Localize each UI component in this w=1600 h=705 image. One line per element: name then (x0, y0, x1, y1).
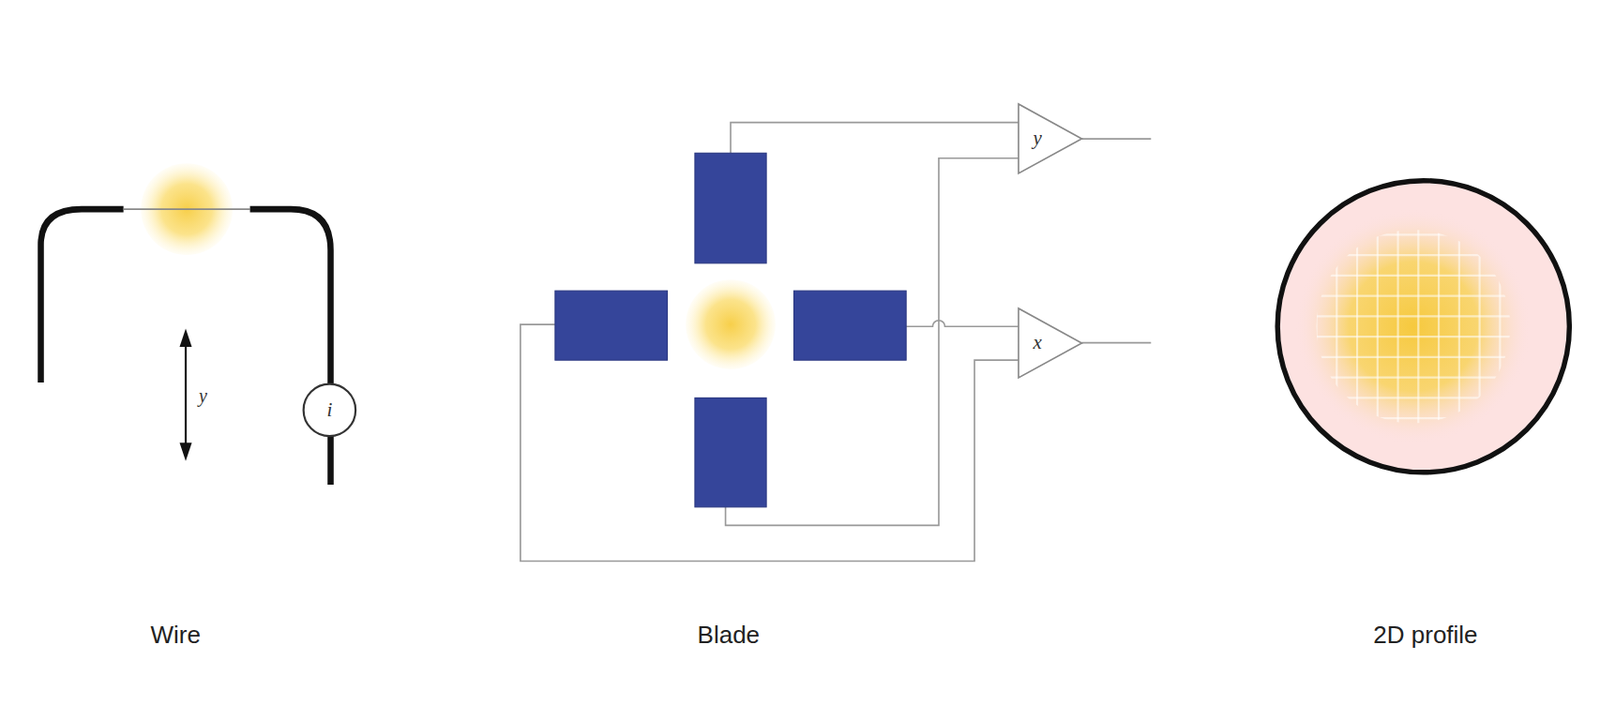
ammeter: i (301, 382, 358, 438)
axis-label: y (198, 385, 208, 408)
grid-line (1306, 233, 1521, 236)
signal-name: i (327, 400, 333, 421)
grid-line (1479, 224, 1481, 429)
grid-line (1306, 315, 1521, 317)
grid-line (1306, 356, 1521, 359)
amplifier-outline (1018, 308, 1082, 378)
grid-line (1498, 224, 1501, 429)
wire-monitor (41, 163, 332, 485)
profile-screen (1277, 181, 1570, 473)
signal-wire (905, 320, 1019, 328)
amplifier-symbol (1018, 308, 1082, 378)
amplifier: y (1018, 104, 1082, 174)
blade (793, 290, 906, 361)
grid-line (1306, 417, 1521, 420)
beam-spot (1296, 209, 1531, 444)
output-wire (1081, 342, 1151, 345)
grid-line (1314, 224, 1317, 429)
grid (1306, 224, 1521, 429)
wire-support (41, 209, 124, 383)
grid-line (1306, 396, 1521, 399)
scan-arrow (184, 338, 187, 450)
signal-name: x (1032, 332, 1042, 353)
ammeter-symbol (303, 384, 356, 437)
panel-title: Blade (697, 619, 761, 650)
signal-wire (730, 122, 1019, 154)
grid-line (1306, 295, 1521, 298)
arrow-head (179, 442, 192, 462)
blade (555, 290, 668, 361)
panel-title: 2D profile (1373, 619, 1478, 650)
grid-line (1306, 274, 1521, 277)
thin-wire (123, 208, 251, 211)
signal-name: y (1032, 128, 1042, 149)
beam-spot (685, 279, 776, 370)
grid-line (1306, 377, 1521, 379)
blade-monitor (520, 122, 1151, 562)
grid-line (1306, 335, 1521, 338)
amplifier: x (1018, 308, 1082, 378)
blades (555, 152, 906, 508)
grid-line (1335, 224, 1338, 429)
screen (1277, 181, 1570, 473)
amplifier-outline (1018, 104, 1082, 174)
blade (694, 152, 767, 264)
wire-support (250, 209, 332, 485)
panel-title: Wire (150, 619, 200, 650)
output-wire (1081, 137, 1151, 140)
amplifier-symbol (1018, 104, 1082, 174)
grid-line (1306, 254, 1521, 257)
arrow-head (179, 328, 192, 348)
blade (694, 397, 767, 507)
